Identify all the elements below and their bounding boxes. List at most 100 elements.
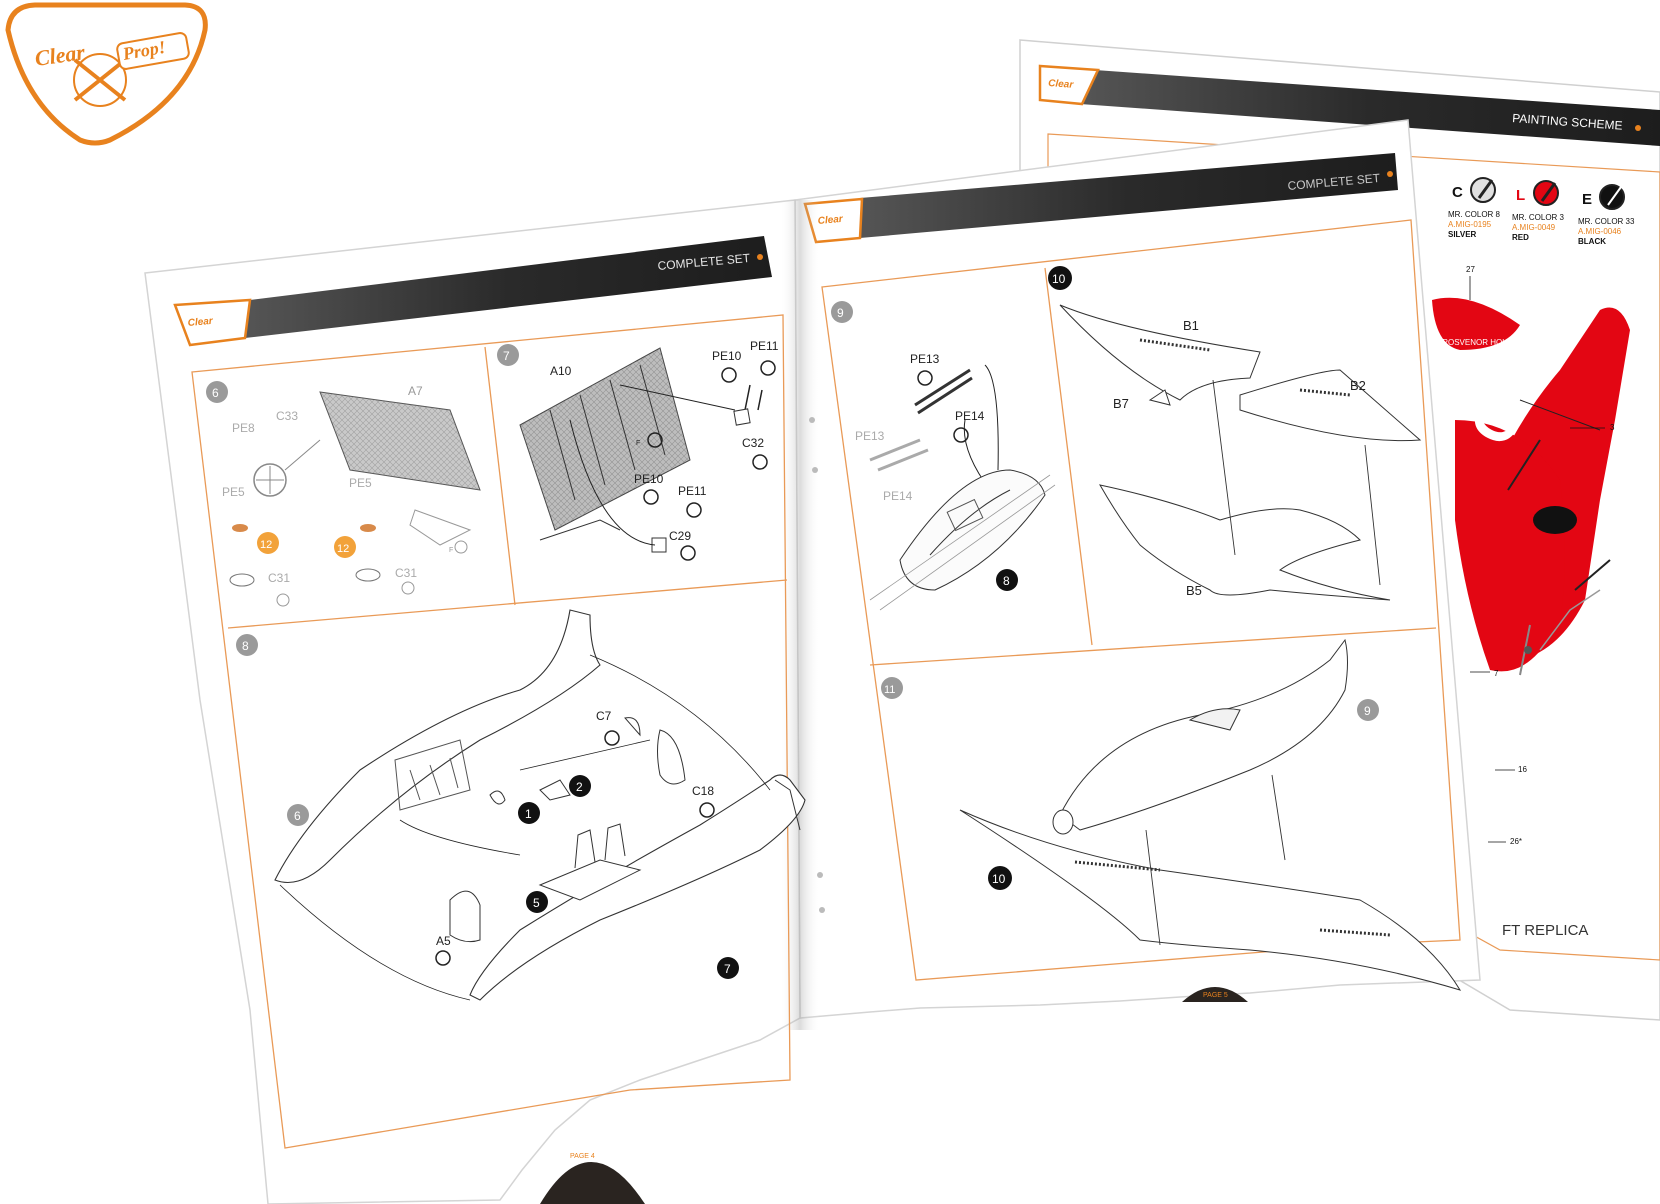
svg-text:C7: C7 <box>596 709 612 723</box>
svg-text:9: 9 <box>837 306 844 320</box>
svg-text:C: C <box>1452 184 1463 201</box>
step-6-marker-12a <box>257 532 279 554</box>
svg-text:A.MIG-0195: A.MIG-0195 <box>1448 220 1492 229</box>
svg-text:PE13: PE13 <box>910 352 940 366</box>
svg-text:7: 7 <box>503 349 510 363</box>
step-7-badge <box>497 344 519 366</box>
svg-text:10: 10 <box>992 872 1006 886</box>
svg-text:C18: C18 <box>692 784 714 798</box>
back-page-logo-text: Clear <box>1048 78 1075 91</box>
binding-holes <box>809 417 825 913</box>
paint-chip-c: C MR. COLOR 8 A.MIG-0195 SILVER <box>1448 177 1501 239</box>
step-10-panel: 10 B1 B2 B7 B5 <box>1048 266 1422 601</box>
right-page-header-bar <box>860 153 1398 238</box>
svg-text:12: 12 <box>260 539 272 551</box>
svg-text:PE5: PE5 <box>349 476 372 490</box>
step-9-subref-8 <box>996 569 1018 591</box>
back-page-footer-text: FT REPLICA <box>1502 922 1588 939</box>
step-7-panel: 7 A10 PE10 PE11 C32 F PE10 PE11 C29 <box>497 339 779 561</box>
svg-text:11: 11 <box>884 684 895 696</box>
svg-text:A10: A10 <box>550 364 572 378</box>
step-8-subref-2 <box>569 775 591 797</box>
svg-text:MR. COLOR 3: MR. COLOR 3 <box>1512 213 1565 222</box>
svg-text:PE10: PE10 <box>634 472 664 486</box>
svg-text:B2: B2 <box>1350 378 1366 393</box>
svg-text:2: 2 <box>576 780 583 794</box>
svg-text:A5: A5 <box>436 934 451 948</box>
clearprop-logo: Clear Prop! <box>5 2 208 146</box>
svg-text:B1: B1 <box>1183 318 1199 333</box>
step-10-badge <box>1048 266 1072 290</box>
svg-text:B7: B7 <box>1113 396 1129 411</box>
svg-text:7: 7 <box>724 962 731 976</box>
svg-text:PE13: PE13 <box>855 429 885 443</box>
svg-text:A.MIG-0046: A.MIG-0046 <box>1578 227 1622 236</box>
svg-text:9: 9 <box>1364 704 1371 718</box>
left-page-header-bar <box>245 236 772 338</box>
left-page: Clear COMPLETE SET 6 A7 PE8 C33 PE5 PE5 … <box>144 199 825 1204</box>
step-11-subref-9 <box>1357 699 1379 721</box>
step-8-panel: 8 A5 C7 C18 1 2 <box>236 609 806 1001</box>
svg-text:MR. COLOR 33: MR. COLOR 33 <box>1578 217 1635 226</box>
left-page-logo-text: Clear <box>187 316 214 329</box>
svg-text:C31: C31 <box>268 571 290 585</box>
step-11-badge <box>881 677 903 699</box>
back-page-header-bar <box>1080 70 1660 146</box>
svg-text:PE11: PE11 <box>750 339 779 353</box>
left-page-frame <box>191 314 791 1149</box>
paint-chip-e: E MR. COLOR 33 A.MIG-0046 BLACK <box>1578 184 1635 246</box>
svg-text:10: 10 <box>1052 272 1066 286</box>
svg-text:C32: C32 <box>742 436 764 450</box>
svg-text:26*: 26* <box>1510 837 1522 846</box>
svg-text:PE8: PE8 <box>232 421 255 435</box>
svg-text:6: 6 <box>294 809 301 823</box>
svg-text:SILVER: SILVER <box>1448 230 1477 239</box>
step-6-marker-12b <box>334 536 356 558</box>
svg-text:5: 5 <box>533 896 540 910</box>
step-9-badge <box>831 301 853 323</box>
painting-callouts: 27 3 7 16 26* <box>1466 265 1615 846</box>
left-page-number: PAGE 4 <box>570 1153 595 1160</box>
svg-text:PE14: PE14 <box>955 409 985 423</box>
step-8-subref-7 <box>717 957 739 979</box>
svg-text:3: 3 <box>1610 423 1615 432</box>
right-page-number: PAGE 5 <box>1203 992 1228 999</box>
step-6-panel: 6 A7 PE8 C33 PE5 PE5 12 12 C31 C31 F <box>206 381 481 607</box>
svg-text:A.MIG-0049: A.MIG-0049 <box>1512 223 1556 232</box>
paint-chip-l: L MR. COLOR 3 A.MIG-0049 RED <box>1512 180 1565 242</box>
svg-text:27: 27 <box>1466 265 1475 274</box>
svg-text:7: 7 <box>1494 669 1499 678</box>
svg-text:PE10: PE10 <box>712 349 742 363</box>
seat-assembly <box>538 859 642 901</box>
svg-text:8: 8 <box>1003 574 1010 588</box>
step-11-subref-10 <box>988 866 1012 890</box>
svg-text:RED: RED <box>1512 233 1529 242</box>
svg-text:B5: B5 <box>1186 583 1202 598</box>
svg-text:F: F <box>636 440 640 447</box>
fuselage-right-half <box>469 774 806 1001</box>
svg-text:8: 8 <box>242 639 249 653</box>
svg-text:MR. COLOR 8: MR. COLOR 8 <box>1448 210 1501 219</box>
step-8-subref-6 <box>287 804 309 826</box>
propeller-icon <box>73 53 127 107</box>
svg-text:16: 16 <box>1518 765 1527 774</box>
step-8-badge <box>236 634 258 656</box>
back-page-header-dot <box>1635 125 1641 131</box>
svg-text:C33: C33 <box>276 409 298 423</box>
svg-text:BLACK: BLACK <box>1578 237 1606 246</box>
svg-text:PE11: PE11 <box>678 484 707 498</box>
left-page-header-dot <box>757 254 763 260</box>
svg-text:1: 1 <box>525 807 532 821</box>
svg-text:A7: A7 <box>408 384 423 398</box>
red-aircraft-illustration: G–A C GROSVENOR HOUSE <box>1432 259 1630 676</box>
svg-text:PE5: PE5 <box>222 485 245 499</box>
right-page-header-dot <box>1387 171 1393 177</box>
step-11-panel: 11 9 10 <box>881 638 1462 991</box>
right-page-logo-text: Clear <box>817 214 844 227</box>
svg-text:12: 12 <box>337 543 349 555</box>
step-9-panel: 9 PE13 PE13 PE14 PE14 8 <box>831 301 1056 611</box>
step-6-badge <box>206 381 228 403</box>
fuselage-left-half <box>274 609 601 884</box>
svg-text:E: E <box>1582 191 1592 208</box>
